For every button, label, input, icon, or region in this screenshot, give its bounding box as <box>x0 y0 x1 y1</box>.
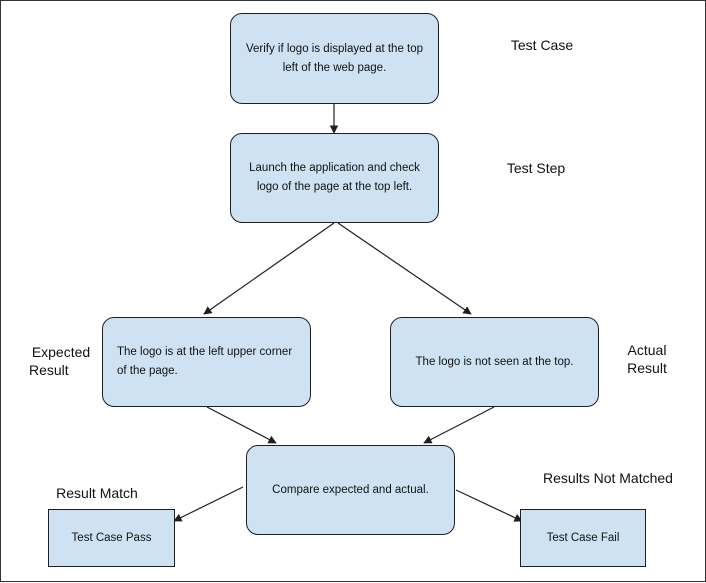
test-case-fail-box: Test Case Fail <box>520 509 646 567</box>
compare-text: Compare expected and actual. <box>272 483 429 496</box>
edge-step-to-actual <box>337 222 472 315</box>
caption-test-step-text: Test Step <box>506 160 566 176</box>
test-step-text: Launch the application and check logo of… <box>249 162 420 193</box>
actual-result-box: The logo is not seen at the top. <box>390 317 599 407</box>
caption-test-step: Test Step <box>493 159 579 177</box>
caption-expected-result: Expected Result <box>23 343 99 379</box>
compare-box: Compare expected and actual. <box>246 445 455 535</box>
test-case-box: Verify if logo is displayed at the top l… <box>230 13 439 104</box>
caption-result-match-text: Result Match <box>56 485 138 501</box>
edge-expected-to-compare <box>206 406 277 444</box>
test-step-box: Launch the application and check logo of… <box>230 133 439 223</box>
caption-results-not-matched-text: Results Not Matched <box>543 470 673 486</box>
caption-actual-line2: Result <box>627 360 667 376</box>
caption-expected-line1: Expected <box>31 344 91 360</box>
caption-result-match: Result Match <box>45 484 149 502</box>
test-case-pass-box: Test Case Pass <box>48 509 175 567</box>
caption-expected-line2: Result <box>29 362 69 378</box>
test-case-text: Verify if logo is displayed at the top l… <box>245 42 424 74</box>
edge-compare-to-fail <box>455 489 523 522</box>
caption-actual-result: Actual Result <box>615 341 679 377</box>
caption-test-case-text: Test Case <box>510 37 574 53</box>
actual-result-text: The logo is not seen at the top. <box>415 355 574 368</box>
caption-results-not-matched: Results Not Matched <box>531 469 685 487</box>
edge-compare-to-pass <box>173 486 244 522</box>
caption-actual-line1: Actual <box>627 342 667 358</box>
edge-step-to-expected <box>203 222 335 315</box>
test-case-fail-text: Test Case Fail <box>546 531 620 544</box>
expected-result-box: The logo is at the left upper corner of … <box>102 317 311 407</box>
test-case-pass-text: Test Case Pass <box>71 531 152 544</box>
caption-test-case: Test Case <box>499 36 585 54</box>
edge-actual-to-compare <box>423 406 495 444</box>
expected-result-text: The logo is at the left upper corner of … <box>117 346 293 377</box>
